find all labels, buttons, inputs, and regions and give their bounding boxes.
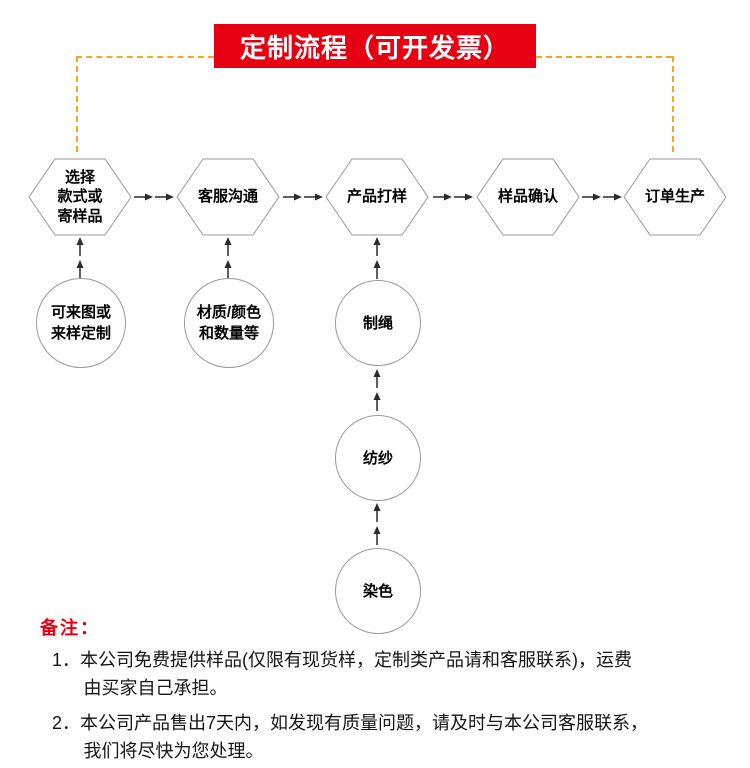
remarks-list: 1．本公司免费提供样品(仅限有现货样，定制类产品请和客服联系)，运费 由买家自己…: [52, 646, 742, 768]
title-banner: 定制流程（可开发票）: [214, 24, 536, 68]
hexagon-shape: [476, 158, 580, 236]
circle-node-label: 材质/颜色 和数量等: [196, 304, 262, 342]
hexagon-shape: [325, 158, 429, 236]
dashed-connector-right-vertical: [672, 56, 674, 152]
circle-node-label: 染色: [362, 582, 393, 600]
hexagon-shape: [28, 158, 132, 236]
hex-node-customer-service: 客服沟通: [176, 158, 280, 236]
hex-node-label: 选择 款式或 寄样品: [57, 168, 103, 225]
hex-node-label: 样品确认: [497, 188, 558, 206]
remark-item-2: 2．本公司产品售出7天内，如发现有质量问题，请及时与本公司客服联系， 我们将尽快…: [52, 712, 649, 762]
hex-node-sample-making: 产品打样: [325, 158, 429, 236]
circle-node-material-color: 材质/颜色 和数量等: [184, 278, 274, 368]
hexagon-shape: [623, 158, 727, 236]
hexagon-shape: [176, 158, 280, 236]
circle-node-label: 纺纱: [362, 449, 393, 467]
arrow-up-icon: [373, 237, 381, 279]
hex-node-label: 订单生产: [644, 188, 705, 206]
circle-node-label: 制绳: [362, 314, 393, 332]
dashed-connector-left-horizontal: [76, 56, 214, 58]
arrow-up-icon: [224, 237, 232, 279]
arrow-up-icon: [373, 369, 381, 411]
dashed-connector-right-horizontal: [536, 56, 672, 58]
arrow-up-icon: [373, 503, 381, 545]
arrow-right-icon: [283, 193, 323, 201]
hex-node-sample-confirm: 样品确认: [476, 158, 580, 236]
arrow-up-icon: [76, 237, 84, 279]
remarks-heading: 备注：: [40, 618, 100, 638]
arrow-right-icon: [134, 193, 174, 201]
hex-node-label: 产品打样: [346, 188, 407, 206]
circle-node-dyeing: 染色: [335, 548, 421, 634]
dashed-connector-left-vertical: [76, 56, 78, 152]
page-title: 定制流程（可开发票）: [239, 32, 510, 63]
arrow-right-icon: [433, 193, 473, 201]
circle-node-custom-by-image: 可来图或 来样定制: [36, 278, 126, 368]
hex-node-select-style: 选择 款式或 寄样品: [28, 158, 132, 236]
hex-node-order-production: 订单生产: [623, 158, 727, 236]
remark-item-1: 1．本公司免费提供样品(仅限有现货样，定制类产品请和客服联系)，运费 由买家自己…: [52, 650, 632, 699]
arrow-right-icon: [582, 193, 622, 201]
circle-node-label: 可来图或 来样定制: [50, 304, 111, 342]
circle-node-rope-making: 制绳: [335, 280, 421, 366]
circle-node-spinning: 纺纱: [335, 415, 421, 501]
hex-node-label: 客服沟通: [197, 188, 258, 206]
